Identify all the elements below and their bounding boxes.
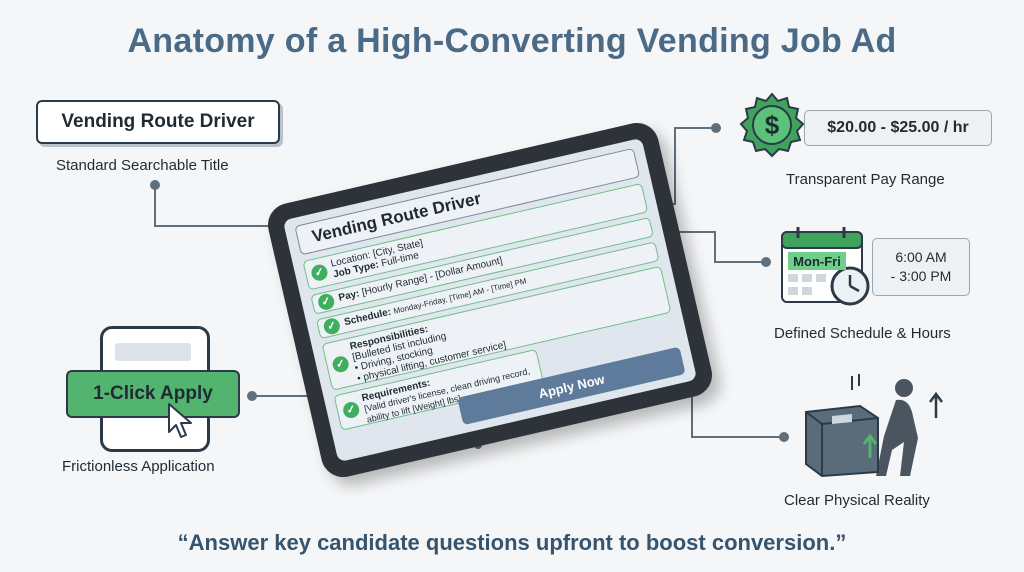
check-icon: ✓ <box>331 354 351 374</box>
check-icon: ✓ <box>309 263 330 283</box>
physical-caption: Clear Physical Reality <box>784 492 930 509</box>
apply-caption: Frictionless Application <box>62 458 215 475</box>
schedule-caption: Defined Schedule & Hours <box>774 325 951 342</box>
job-title-box: Vending Route Driver <box>36 100 280 144</box>
check-icon: ✓ <box>316 292 336 312</box>
check-icon: ✓ <box>341 400 361 420</box>
pay-range-box: $20.00 - $25.00 / hr <box>804 110 992 146</box>
pay-caption: Transparent Pay Range <box>786 171 945 188</box>
dollar-badge-icon: $ <box>739 92 805 158</box>
worker-lifting-box-icon <box>805 374 943 478</box>
tagline: “Answer key candidate questions upfront … <box>177 530 847 555</box>
tablet-pay-label: Pay: <box>337 288 361 304</box>
calendar-clock-icon: Mon-Fri <box>780 226 872 306</box>
calendar-day-label: Mon-Fri <box>788 252 846 270</box>
tablet-schedule-label: Schedule: <box>343 306 393 329</box>
start-time: 6:00 AM <box>895 249 947 265</box>
svg-text:$: $ <box>765 110 780 140</box>
check-icon: ✓ <box>322 316 342 336</box>
one-click-apply-button[interactable]: 1-Click Apply <box>66 370 240 418</box>
schedule-time-box: 6:00 AM - 3:00 PM <box>872 238 970 296</box>
page-title: Anatomy of a High-Converting Vending Job… <box>127 22 897 60</box>
cursor-icon <box>168 403 192 438</box>
end-time: - 3:00 PM <box>890 268 952 284</box>
title-caption: Standard Searchable Title <box>56 157 229 174</box>
